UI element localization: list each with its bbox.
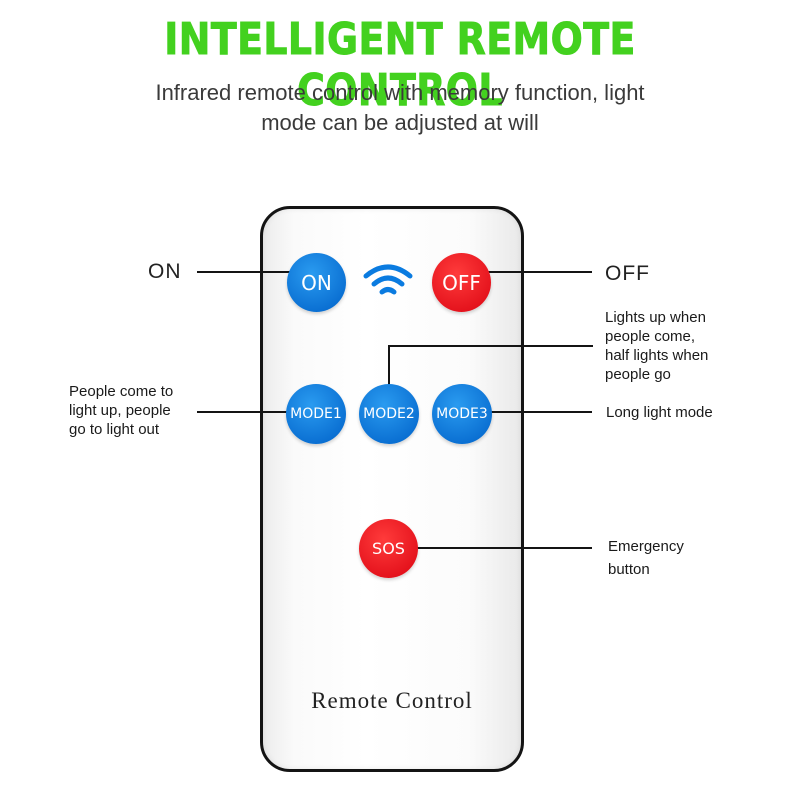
sos-button-label: SOS <box>372 539 405 558</box>
callout-mode3: Long light mode <box>606 404 713 421</box>
page-title: INTELLIGENT REMOTE CONTROL <box>164 14 636 117</box>
wifi-signal-icon <box>360 262 416 302</box>
leader-line-off <box>462 271 592 273</box>
mode1-button-label: MODE1 <box>290 406 342 422</box>
mode1-button[interactable]: MODE1 <box>286 384 346 444</box>
mode2-button[interactable]: MODE2 <box>359 384 419 444</box>
leader-line-sos <box>388 547 592 549</box>
callout-sos: Emergency button <box>608 538 684 578</box>
remote-label: Remote Control <box>311 688 473 713</box>
on-button-label: ON <box>301 270 332 295</box>
on-button[interactable]: ON <box>287 253 346 312</box>
leader-line-mode2-vertical <box>388 345 390 412</box>
sos-button[interactable]: SOS <box>359 519 418 578</box>
callout-mode2: Lights up when people come, half lights … <box>605 309 709 383</box>
callout-mode1: People come to light up, people go to li… <box>69 383 174 438</box>
mode3-button[interactable]: MODE3 <box>432 384 492 444</box>
mode2-button-label: MODE2 <box>363 406 415 422</box>
subtitle-line-2: mode can be adjusted at will <box>261 110 539 135</box>
subtitle-line-1: Infrared remote control with memory func… <box>155 80 645 105</box>
leader-line-mode2-horizontal <box>388 345 593 347</box>
callout-off: OFF <box>605 262 650 285</box>
callout-on: ON <box>148 260 182 283</box>
leader-line-mode1 <box>197 411 316 413</box>
off-button[interactable]: OFF <box>432 253 491 312</box>
off-button-label: OFF <box>442 270 481 295</box>
leader-line-on <box>197 271 316 273</box>
page-subtitle: Infrared remote control with memory func… <box>100 78 700 138</box>
leader-line-mode3 <box>462 411 592 413</box>
mode3-button-label: MODE3 <box>436 406 488 422</box>
